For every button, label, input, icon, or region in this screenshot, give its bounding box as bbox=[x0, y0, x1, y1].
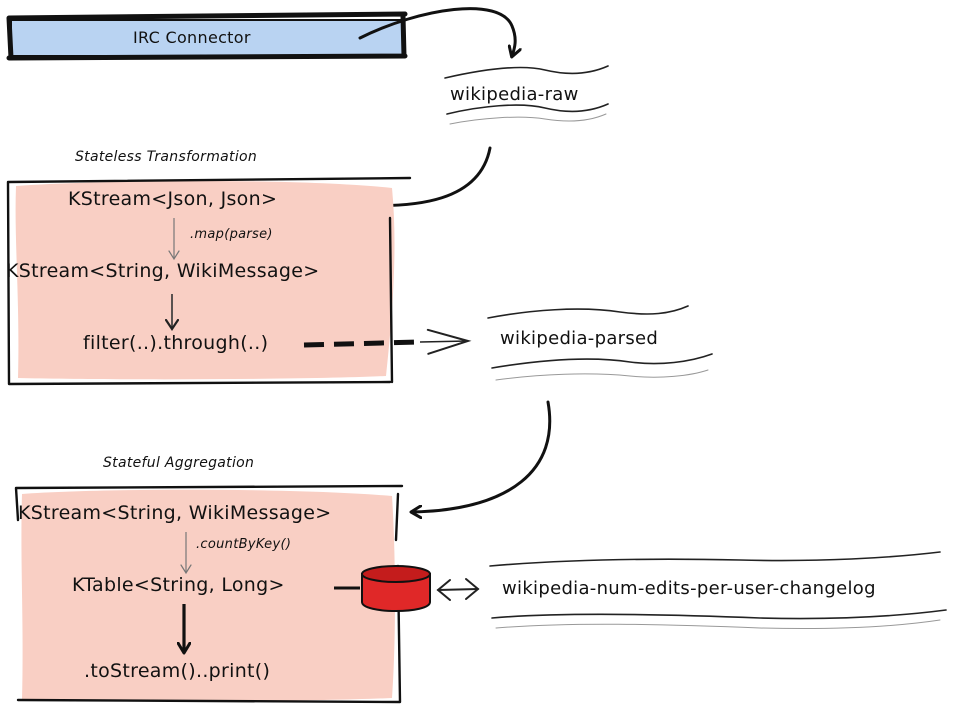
filter-through-operation: filter(..).through(..) bbox=[83, 332, 269, 354]
ktable-label: KTable<String, Long> bbox=[72, 574, 285, 596]
wikipedia-parsed-topic-outline bbox=[487, 305, 713, 381]
stateful-stream-in: KStream<String, WikiMessage> bbox=[18, 502, 332, 524]
parsed-to-stateful-arrow bbox=[412, 400, 552, 512]
changelog-topic-outline bbox=[489, 551, 947, 630]
topic-changelog: wikipedia-num-edits-per-user-changelog bbox=[502, 578, 876, 599]
irc-connector-label: IRC Connector bbox=[133, 28, 251, 47]
state-store-icon bbox=[361, 565, 431, 612]
tostream-print-operation: .toStream()..print() bbox=[84, 660, 271, 682]
stateful-section-title: Stateful Aggregation bbox=[103, 455, 255, 471]
topic-wikipedia-raw: wikipedia-raw bbox=[450, 84, 579, 105]
stateless-transformation-box bbox=[6, 176, 412, 386]
map-operation: .map(parse) bbox=[190, 227, 273, 242]
through-to-parsed-arrow bbox=[303, 328, 472, 355]
countbykey-operation: .countByKey() bbox=[196, 537, 292, 552]
wikipedia-raw-topic-outline bbox=[444, 65, 609, 125]
irc-connector-box bbox=[6, 11, 408, 61]
topic-wikipedia-parsed: wikipedia-parsed bbox=[500, 328, 659, 349]
stateful-aggregation-box bbox=[14, 484, 404, 704]
stateless-stream-in: KStream<Json, Json> bbox=[68, 188, 278, 210]
connector-to-raw-arrow bbox=[358, 7, 515, 56]
store-changelog-arrow bbox=[436, 578, 480, 601]
stateless-stream-out: KStream<String, WikiMessage> bbox=[6, 260, 320, 282]
stateless-section-title: Stateless Transformation bbox=[75, 149, 258, 165]
